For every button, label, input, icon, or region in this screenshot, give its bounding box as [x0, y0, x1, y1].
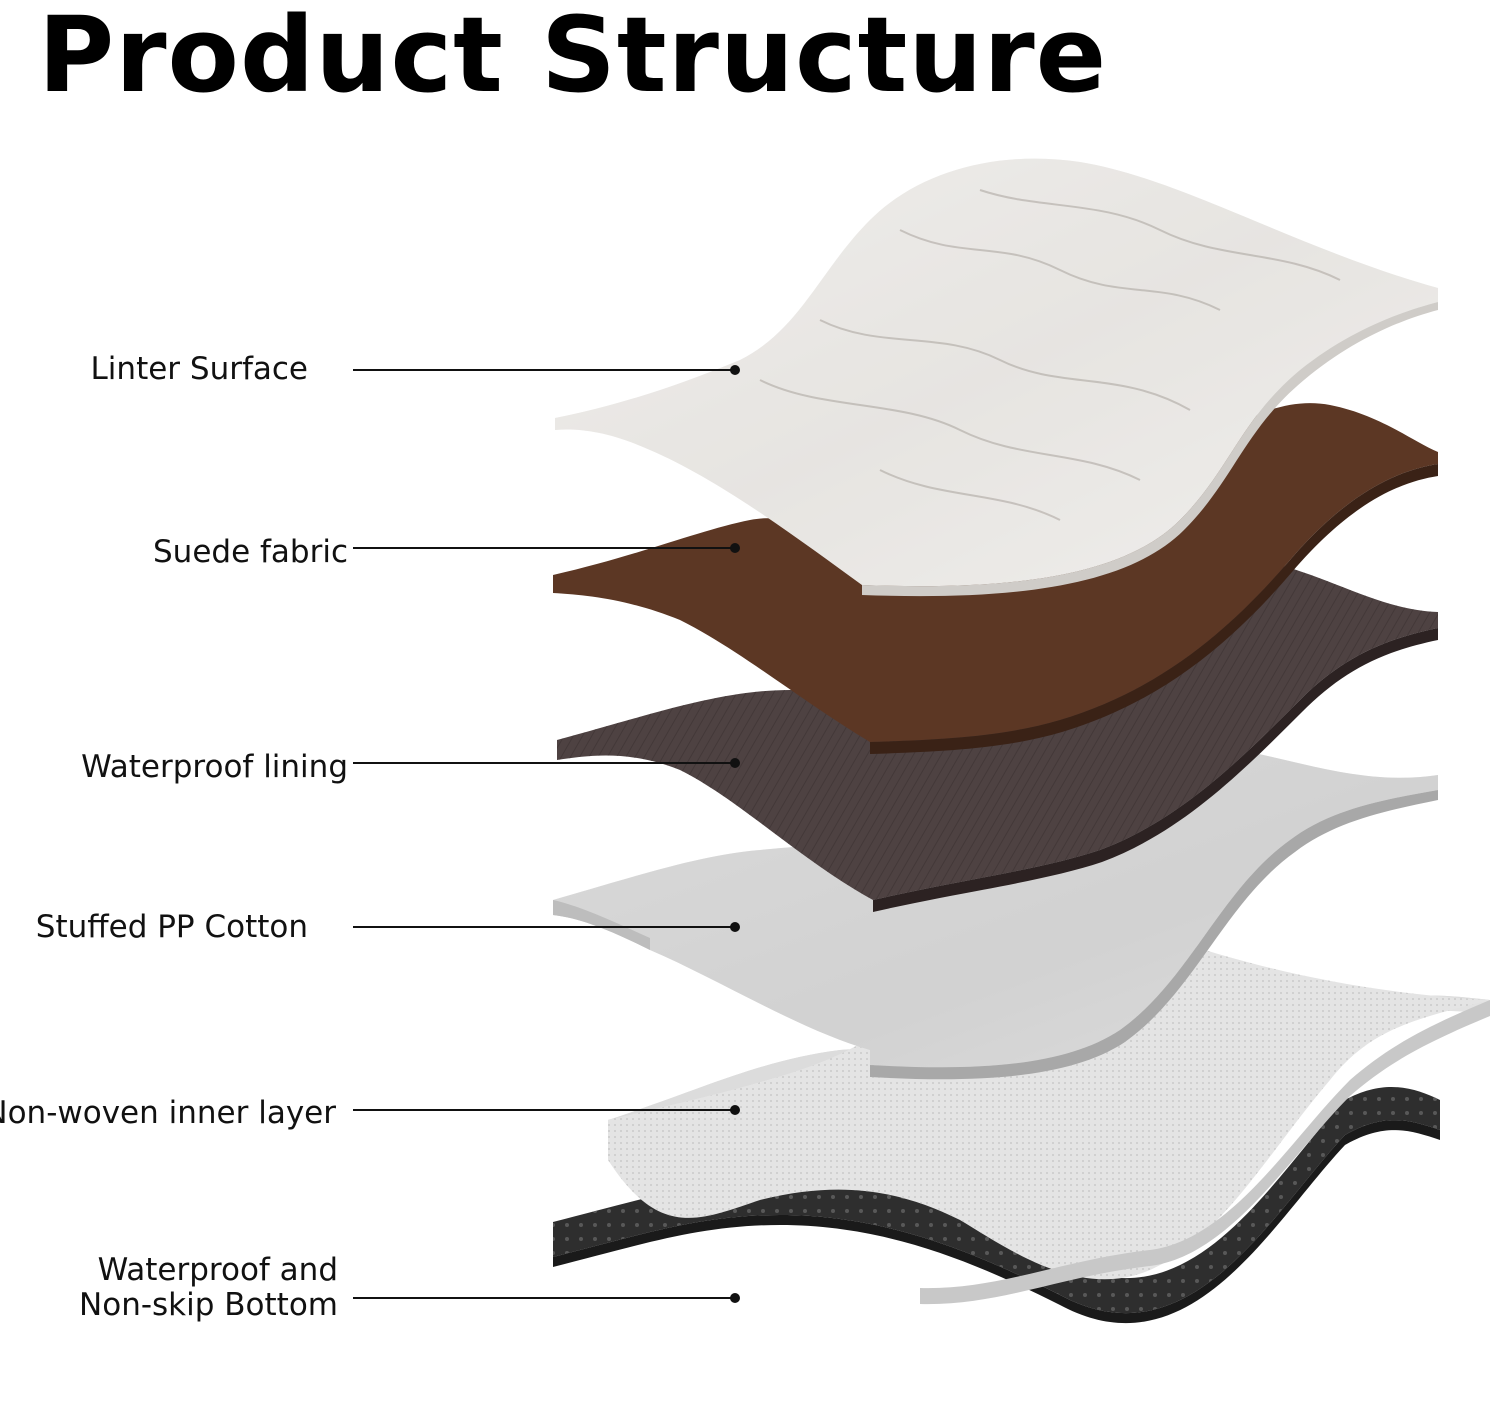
layer-linter-surface: [555, 158, 1438, 597]
leader-lines: [353, 365, 740, 1303]
label-suede-fabric: Suede fabric: [153, 534, 348, 570]
layer-linter-surface-shape: [555, 158, 1438, 587]
page-title: Product Structure: [38, 0, 1108, 116]
marker-dot-lining: [730, 758, 740, 768]
layer-pp-cotton: [553, 740, 1438, 1080]
layer-pp-cotton-shape: [553, 740, 1438, 1068]
marker-dot-suede: [730, 543, 740, 553]
label-non-woven-inner-layer: Non-woven inner layer: [0, 1095, 336, 1131]
marker-dot-nonwoven: [730, 1105, 740, 1115]
label-stuffed-pp-cotton: Stuffed PP Cotton: [35, 909, 308, 945]
label-linter-surface: Linter Surface: [90, 351, 308, 387]
layer-bottom-nonskip: [553, 1086, 1440, 1324]
marker-dot-linter: [730, 365, 740, 375]
label-bottom-line-1: Waterproof and: [97, 1252, 338, 1288]
label-bottom-line-2: Non-skip Bottom: [79, 1287, 338, 1323]
marker-dot-bottom: [730, 1293, 740, 1303]
label-waterproof-lining: Waterproof lining: [81, 749, 348, 785]
marker-dot-cotton: [730, 922, 740, 932]
